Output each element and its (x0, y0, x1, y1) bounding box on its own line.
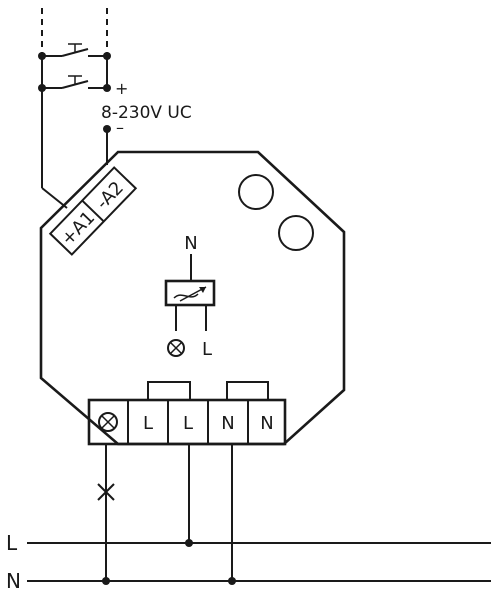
junction-dot (185, 539, 193, 547)
terminal-l1-label: L (143, 413, 153, 434)
terminal-n2-label: N (260, 413, 273, 434)
symbol-l-label: L (202, 339, 212, 360)
junction-dot (103, 84, 111, 92)
junction-dot (38, 84, 46, 92)
bridge-n (226, 381, 269, 400)
terminal-a2-label: -A2 (92, 177, 128, 213)
terminal-l2-label: L (183, 413, 193, 434)
junction-dot (38, 52, 46, 60)
terminal-n1-label: N (221, 413, 234, 434)
lamp-load-icon (97, 483, 115, 501)
supply-voltage-label: 8-230V UC (101, 103, 192, 123)
line-label: L (6, 531, 18, 555)
junction-dot (228, 577, 236, 585)
bridge-l (147, 381, 191, 400)
terminal-block-a1-a2: +A1 -A2 (48, 166, 138, 256)
adjustment-knob (238, 174, 274, 210)
junction-dot (103, 52, 111, 60)
lamp-icon (167, 339, 185, 357)
terminal-a1-label: +A1 (57, 207, 99, 250)
neutral-label: N (6, 569, 21, 593)
adjustment-knob (278, 215, 314, 251)
supply-plus: + (115, 79, 128, 98)
terminal-lamp-icon (98, 412, 118, 432)
symbol-n-label: N (184, 233, 197, 254)
junction-dot (102, 577, 110, 585)
terminal-strip (87, 398, 287, 446)
supply-minus: – (116, 118, 124, 137)
dimmer-symbol (164, 279, 216, 307)
pushbutton-2 (42, 75, 107, 89)
pushbutton-1 (42, 43, 107, 57)
